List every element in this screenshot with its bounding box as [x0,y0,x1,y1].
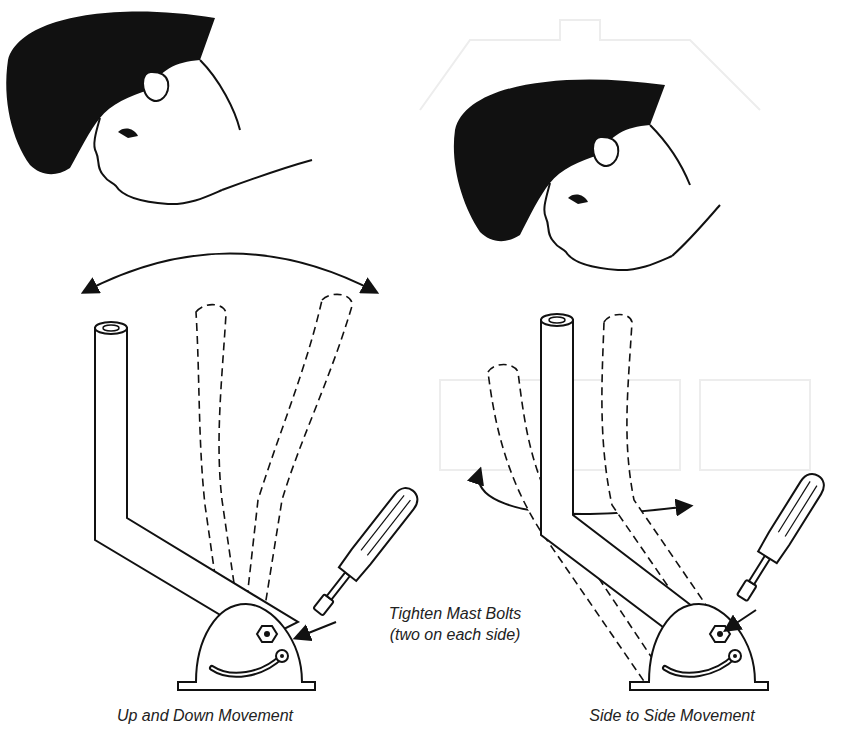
view-caption: Up and Down Movement [75,706,335,727]
head-right [454,79,720,270]
movement-arc [479,470,690,514]
mast-mount [630,604,768,690]
movement-arc [84,254,376,293]
instruction-note: Tighten Mast Bolts (two on each side) [380,604,530,646]
screwdriver [309,483,423,619]
pointer-arrow [726,610,756,630]
mast-pipe [95,322,298,640]
screwdriver [732,470,829,605]
mast-mount [178,604,315,690]
pointer-arrow [296,622,336,638]
view-caption: Side to Side Movement [542,706,802,727]
head-left [6,11,312,204]
